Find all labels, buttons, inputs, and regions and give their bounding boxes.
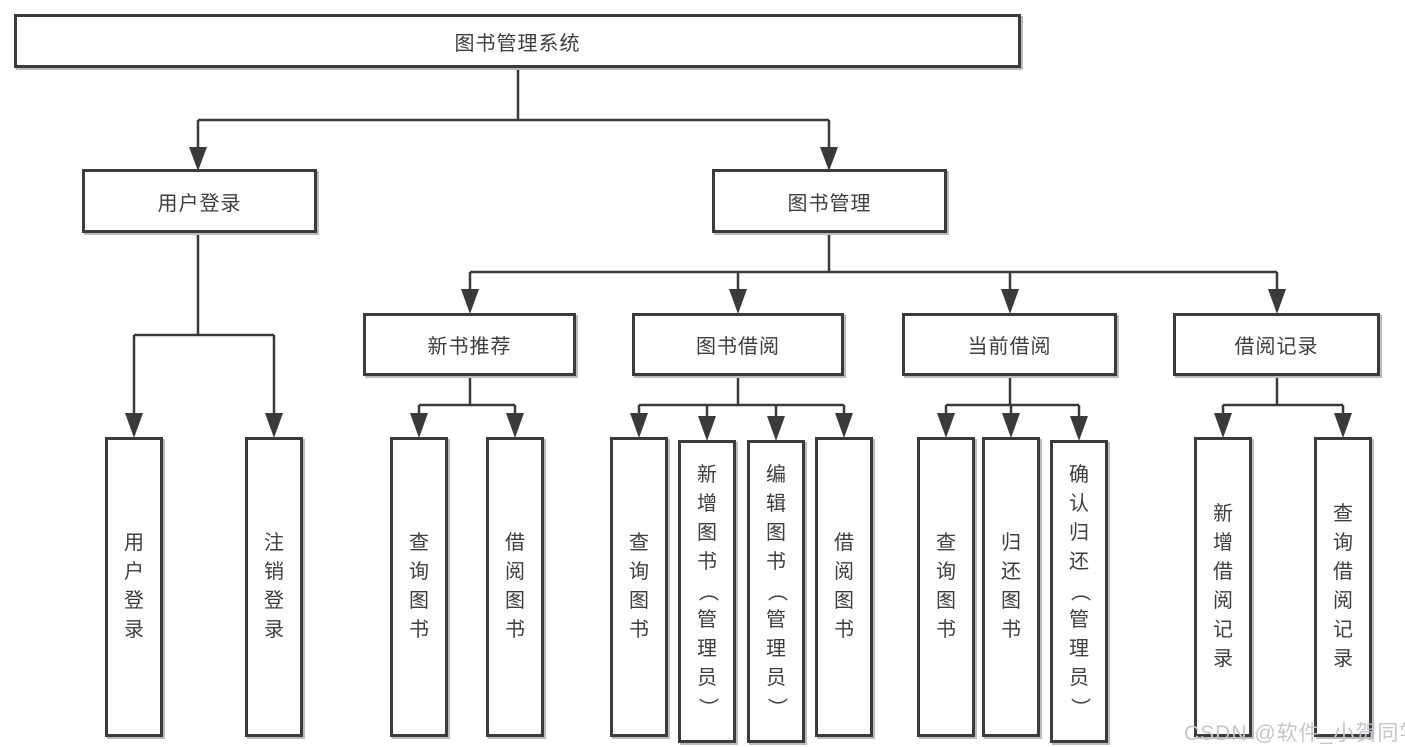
leaf-bb-query-books: 查询图书 (610, 437, 668, 737)
leaf-cb-confirm-return-admin: 确认归还（管理员） (1050, 440, 1108, 743)
edges-root-to-level2 (189, 68, 838, 171)
node-current-borrowing: 当前借阅 (902, 313, 1117, 376)
leaf-nbr-borrow-books: 借阅图书 (486, 437, 544, 737)
node-book-management: 图书管理 (712, 169, 947, 233)
csdn-watermark: CSDN @软件_小贺同学 (1184, 722, 1405, 745)
edges-current-borrow-to-leaves (937, 376, 1088, 441)
node-new-book-recommend: 新书推荐 (363, 313, 576, 376)
node-borrow-records: 借阅记录 (1173, 313, 1380, 376)
node-user-login: 用户登录 (82, 169, 317, 233)
node-root-system: 图书管理系统 (14, 14, 1021, 68)
leaf-cb-query-books: 查询图书 (917, 437, 975, 737)
leaf-user-login: 用户登录 (105, 437, 163, 737)
leaf-br-add-record: 新增借阅记录 (1194, 437, 1252, 737)
edges-borrow-record-to-leaves (1214, 376, 1352, 438)
edges-book-borrow-to-leaves (630, 376, 853, 441)
edges-new-book-rec-to-leaves (410, 376, 524, 438)
leaf-bb-edit-books-admin: 编辑图书（管理员） (747, 440, 805, 743)
leaf-nbr-query-books: 查询图书 (390, 437, 448, 737)
leaf-br-query-record: 查询借阅记录 (1314, 437, 1372, 737)
edges-book-mgmt-to-level3 (461, 233, 1286, 314)
leaf-bb-add-books-admin: 新增图书（管理员） (678, 440, 736, 743)
edges-user-login-to-leaves (125, 233, 283, 438)
node-book-borrowing: 图书借阅 (632, 313, 844, 376)
leaf-bb-borrow-books: 借阅图书 (815, 437, 873, 737)
leaf-cb-return-books: 归还图书 (982, 437, 1040, 737)
leaf-logout: 注销登录 (245, 437, 303, 737)
